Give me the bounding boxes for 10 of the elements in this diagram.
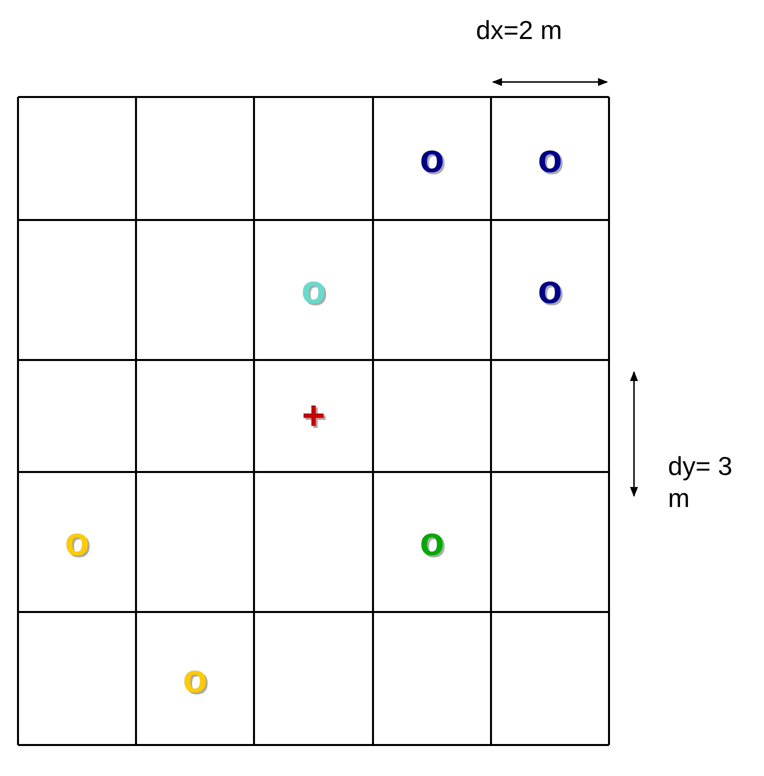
dimension-label: dy= 3 m xyxy=(668,450,734,514)
point-marker: + xyxy=(302,396,326,436)
point-marker: o xyxy=(64,522,90,562)
point-marker: o xyxy=(420,138,444,178)
point-marker: o xyxy=(420,522,444,562)
point-marker: o xyxy=(538,270,562,310)
dimension-label: dx=2 m xyxy=(476,14,563,46)
point-marker: o xyxy=(538,138,562,178)
point-marker: o xyxy=(301,270,326,310)
point-marker: o xyxy=(182,658,208,698)
